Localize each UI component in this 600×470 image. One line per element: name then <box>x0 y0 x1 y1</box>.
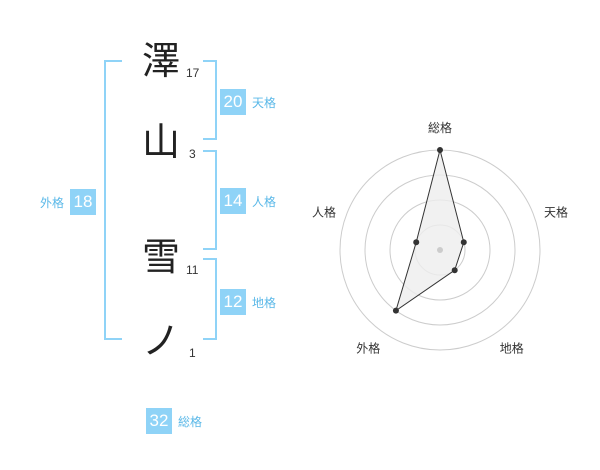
name-char-1: 澤 <box>142 39 181 83</box>
soukaku-result: 32 総格 <box>146 408 202 434</box>
name-char-4: ノ <box>142 319 181 363</box>
gaikaku-result: 外格 18 <box>40 189 97 215</box>
radar-axis-label-1: 総格 <box>428 120 452 135</box>
radar-axis-label-3: 地格 <box>500 341 524 356</box>
radar-point-1 <box>437 147 443 153</box>
radar-axis-label-4: 外格 <box>356 341 380 356</box>
radar-point-3 <box>451 267 458 274</box>
jinkaku-value: 14 <box>220 188 246 214</box>
chikaku-result: 12 地格 <box>220 289 276 315</box>
stroke-count-3: 11 <box>186 263 199 277</box>
chikaku-value: 12 <box>220 289 246 315</box>
jinkaku-label: 人格 <box>252 194 277 209</box>
tenkaku-label: 天格 <box>252 95 277 110</box>
tenkaku-bracket <box>203 60 217 140</box>
radar-polygon <box>395 149 465 312</box>
radar-axis-label-2: 天格 <box>544 204 568 219</box>
name-char-3: 雪 <box>142 235 181 279</box>
soukaku-label: 総格 <box>178 414 203 429</box>
radar-point-4 <box>392 307 399 314</box>
name-char-2: 山 <box>142 120 181 164</box>
stroke-count-2: 3 <box>189 147 196 161</box>
gaikaku-label: 外格 <box>40 195 65 210</box>
gaikaku-value: 18 <box>70 189 97 215</box>
stroke-count-4: 1 <box>189 346 196 360</box>
chikaku-bracket <box>203 258 217 340</box>
jinkaku-result: 14 人格 <box>220 188 276 214</box>
gaikaku-bracket <box>104 60 122 340</box>
tenkaku-result: 20 天格 <box>220 89 276 115</box>
chikaku-label: 地格 <box>252 295 277 310</box>
radar-point-5 <box>413 239 420 246</box>
stroke-count-1: 17 <box>186 66 200 80</box>
tenkaku-value: 20 <box>220 89 246 115</box>
radar-axis-label-5: 人格 <box>312 204 336 219</box>
radar-center <box>437 247 443 253</box>
jinkaku-bracket <box>203 150 217 250</box>
soukaku-value: 32 <box>146 408 172 434</box>
radar-point-2 <box>460 239 467 246</box>
